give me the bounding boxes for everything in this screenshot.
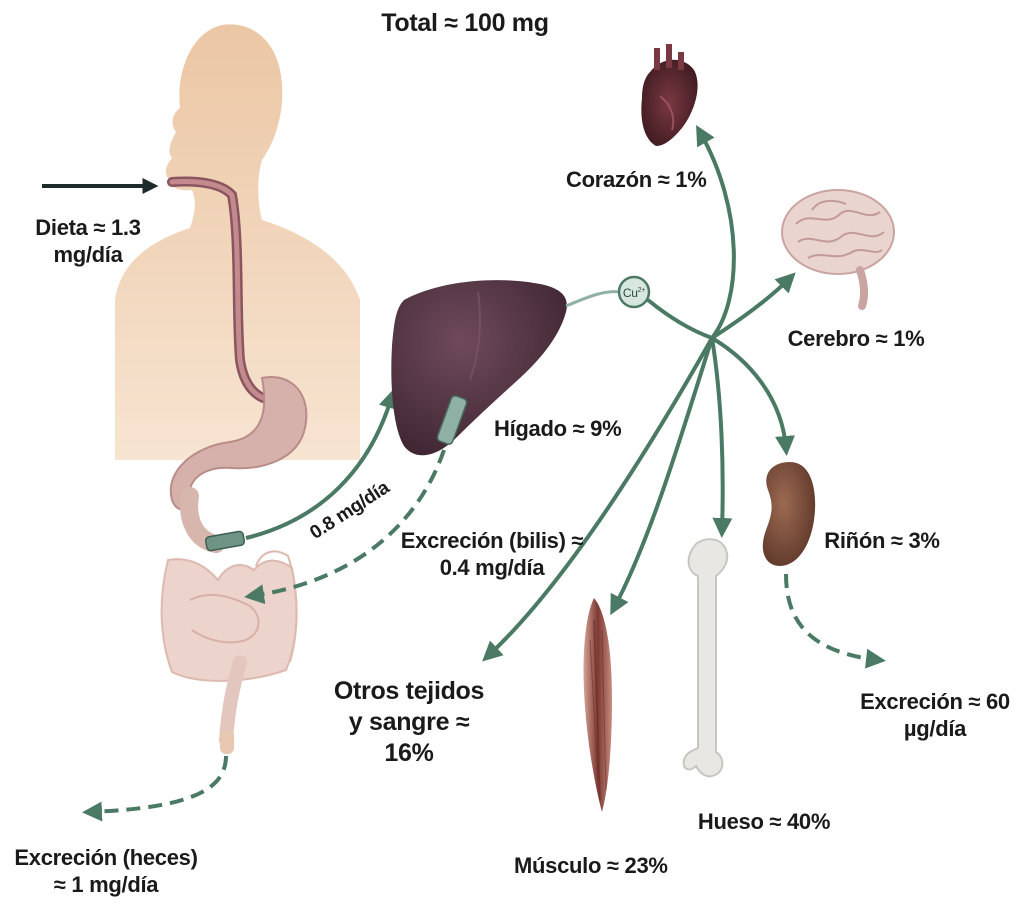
diet-intake-label: Dieta ≈ 1.3 mg/día [18, 214, 158, 268]
bile-excretion-label: Excreción (bilis) ≈ 0.4 mg/día [392, 527, 592, 581]
heart-label: Corazón ≈ 1% [566, 166, 706, 193]
urinary-excretion-arrow [786, 574, 878, 660]
kidney-icon [763, 462, 815, 566]
bone-label: Hueso ≈ 40% [694, 808, 834, 835]
brain-label: Cerebro ≈ 1% [786, 325, 926, 352]
muscle-label: Músculo ≈ 23% [514, 852, 664, 879]
total-copper-title: Total ≈ 100 mg [365, 8, 565, 39]
copper-ion-label: Cu2+ [619, 282, 649, 302]
fecal-excretion-arrow [90, 756, 226, 812]
muscle-icon [583, 598, 612, 812]
intestines [162, 551, 297, 754]
other-tissues-label: Otros tejidos y sangre ≈ 16% [324, 676, 494, 769]
kidney-label: Riñón ≈ 3% [822, 527, 942, 554]
urinary-excretion-label: Excreción ≈ 60 µg/día [860, 688, 1010, 742]
fecal-excretion-label: Excreción (heces) ≈ 1 mg/día [8, 844, 204, 898]
brain-icon [782, 190, 894, 306]
heart-icon [641, 44, 697, 146]
liver-to-copper-line [566, 292, 622, 306]
liver-label: Hígado ≈ 9% [494, 415, 634, 442]
bone-icon [684, 539, 728, 776]
